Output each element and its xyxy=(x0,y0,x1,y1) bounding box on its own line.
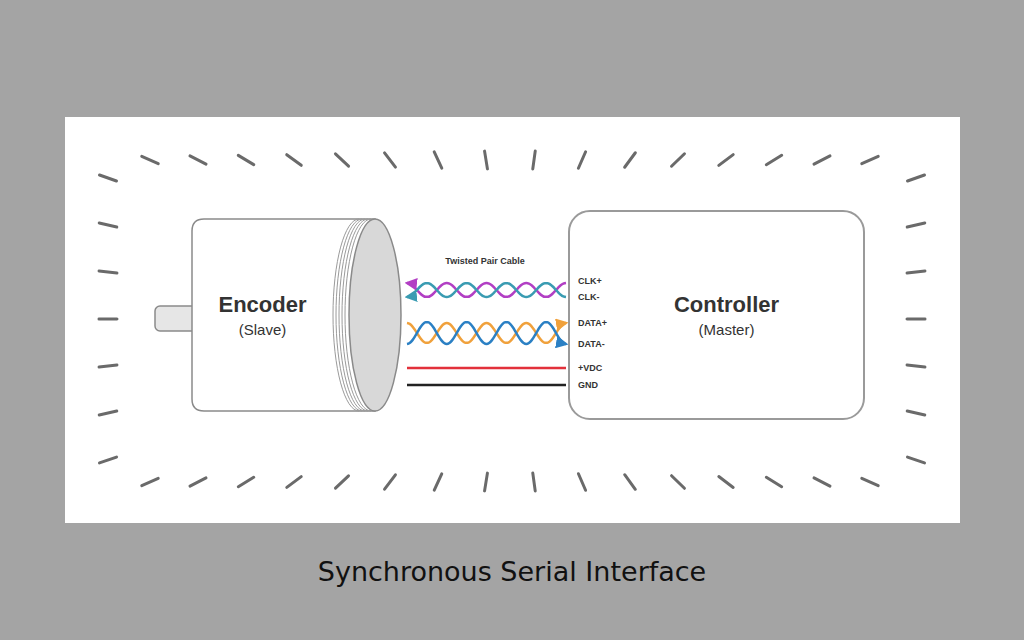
tick-mark xyxy=(578,474,585,491)
power-wire xyxy=(407,367,566,370)
tick-mark xyxy=(99,411,117,415)
tick-mark xyxy=(766,155,781,164)
tick-mark xyxy=(578,152,585,168)
signal-name: GND xyxy=(578,380,598,390)
tick-mark xyxy=(485,151,488,169)
tick-mark xyxy=(142,478,158,485)
tick-mark xyxy=(99,365,117,367)
tick-mark xyxy=(908,175,925,181)
tick-mark xyxy=(907,365,925,367)
tick-mark xyxy=(625,475,636,490)
tick-mark xyxy=(907,457,924,463)
tick-mark xyxy=(434,152,442,168)
tick-mark xyxy=(672,154,685,166)
signal-name: DATA+ xyxy=(578,318,607,328)
tick-mark xyxy=(814,156,830,164)
signal-name: +VDC xyxy=(578,363,602,373)
power-wire xyxy=(407,384,566,387)
signal-name: CLK- xyxy=(578,292,600,302)
panel xyxy=(65,117,960,523)
signal-name: DATA- xyxy=(578,339,605,349)
twisted-wire xyxy=(407,283,566,297)
tick-mark xyxy=(907,317,925,320)
tick-mark xyxy=(335,154,348,166)
tick-mark xyxy=(625,153,636,167)
tick-mark xyxy=(287,155,302,166)
tick-mark xyxy=(99,271,117,273)
cable-label: Twisted Pair Cable xyxy=(445,256,524,266)
caption: Synchronous Serial Interface xyxy=(0,556,1024,587)
text-group: Controller(Master) xyxy=(570,212,863,418)
tick-mark xyxy=(814,478,830,486)
tick-mark xyxy=(99,317,117,320)
tick-mark xyxy=(862,478,878,485)
tick-mark xyxy=(907,271,925,273)
tick-mark xyxy=(385,153,396,167)
node-role: (Master) xyxy=(699,320,755,340)
node-title: Controller xyxy=(674,290,779,320)
signal-name: CLK+ xyxy=(578,276,602,286)
tick-mark xyxy=(533,151,535,169)
tick-mark xyxy=(862,156,878,163)
sunburst-ticks xyxy=(99,151,925,491)
tick-mark xyxy=(190,156,206,164)
twisted-wire xyxy=(407,322,566,344)
tick-mark xyxy=(99,223,117,227)
tick-mark xyxy=(719,155,733,166)
tick-mark xyxy=(672,476,685,489)
tick-mark xyxy=(766,477,781,486)
twisted-wire xyxy=(407,283,566,297)
tick-mark xyxy=(335,476,348,488)
tick-mark xyxy=(533,473,535,491)
text-group: Encoder(Slave) xyxy=(190,215,405,415)
encoder-body xyxy=(192,219,375,411)
node-title: Encoder xyxy=(218,290,306,320)
node-role: (Slave) xyxy=(239,320,287,340)
encoder-face xyxy=(349,219,401,411)
tick-mark xyxy=(485,473,488,491)
encoder-cylinder: Encoder(Slave) xyxy=(190,215,405,415)
tick-mark xyxy=(385,475,396,489)
tick-mark xyxy=(190,478,206,486)
tick-mark xyxy=(907,223,925,227)
encoder-shaft xyxy=(155,306,197,331)
tick-mark xyxy=(99,457,116,463)
tick-mark xyxy=(719,477,733,488)
tick-mark xyxy=(907,411,925,415)
tick-mark xyxy=(100,175,117,181)
tick-mark xyxy=(287,477,301,488)
tick-mark xyxy=(238,477,253,486)
tick-mark xyxy=(142,156,158,163)
controller-box: Controller(Master) xyxy=(568,210,865,420)
tick-mark xyxy=(238,155,253,164)
tick-mark xyxy=(434,474,441,490)
